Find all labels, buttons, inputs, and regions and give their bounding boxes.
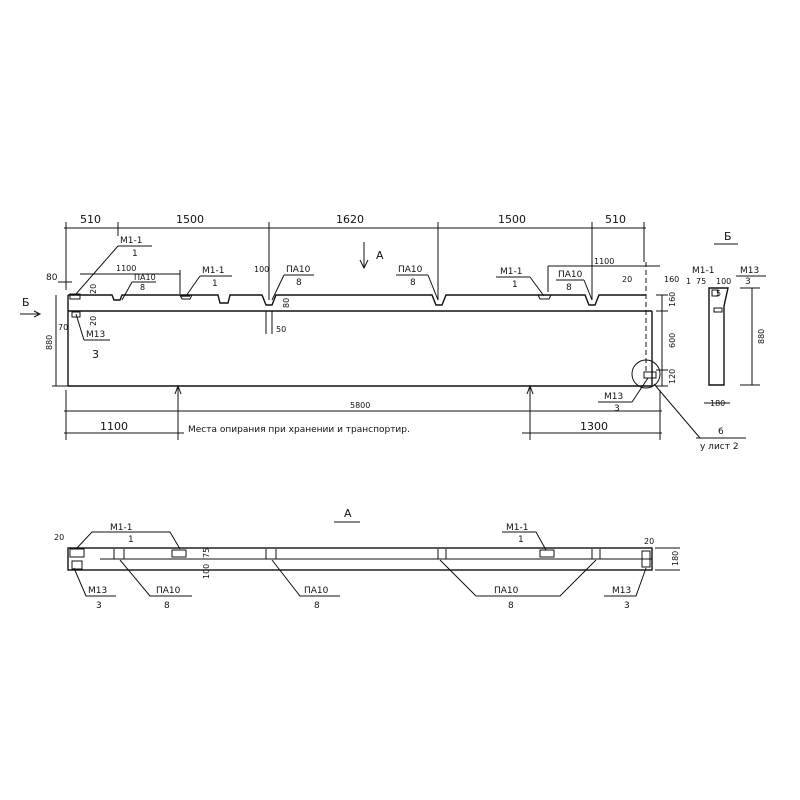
- view-a-callout-m13-right: М13 3: [604, 567, 647, 611]
- label-text: М13: [612, 586, 631, 596]
- label-text: ПА10: [156, 586, 181, 596]
- label-text: 6: [718, 427, 724, 437]
- label-text: 75: [696, 277, 706, 286]
- section-b-180: 180: [710, 399, 725, 408]
- label-text: М13: [86, 330, 105, 340]
- view-a-callout-m11-left: М1-1 1: [75, 523, 181, 550]
- section-b-marker: Б: [22, 296, 30, 309]
- dim-50: 50: [276, 325, 286, 334]
- callout-pa10-2: ПА10 8: [271, 265, 314, 301]
- view-a-title: А: [344, 507, 352, 520]
- section-b-880: 880: [757, 329, 766, 344]
- dim-5800: 5800: [350, 401, 370, 410]
- callout-m11-left: М1-1 1: [185, 266, 232, 297]
- dim-20-b: 20: [89, 316, 98, 326]
- view-a: А 20 20 100 75 180 М1-1 1 М1-1 1: [54, 507, 680, 611]
- label-text: 8: [296, 278, 302, 288]
- callout-pa10-1: ПА10 8: [121, 273, 156, 301]
- dim-1620: 1620: [336, 213, 364, 226]
- label-text: 8: [410, 278, 416, 288]
- dim-160: 160: [664, 275, 679, 284]
- dim-20-right: 20: [622, 275, 632, 284]
- label-text: ПА10: [134, 273, 156, 282]
- label-text: ПА10: [286, 265, 311, 275]
- callout-pa10-4: ПА10 8: [556, 270, 593, 301]
- dim-80-rib: 80: [282, 298, 291, 308]
- view-a-100: 100: [202, 564, 211, 579]
- view-a-20-left: 20: [54, 533, 64, 542]
- dim-70: 70: [58, 323, 68, 332]
- label-text: М1-1: [202, 266, 224, 276]
- view-a-callout-pa10-1: ПА10 8: [119, 559, 192, 611]
- callout-m11-left-end: М1-1 1: [75, 236, 152, 295]
- dim-80: 80: [46, 273, 58, 283]
- beam-elevation: 510 1500 1620 1500 510 А Б 160: [20, 213, 746, 452]
- label-text: М1-1: [506, 523, 528, 533]
- dim-support-left: 1100: [100, 420, 128, 433]
- label-text: 8: [140, 283, 145, 292]
- view-a-callout-pa10-2: ПА10 8: [271, 559, 340, 611]
- section-b-m13: М13: [740, 266, 759, 276]
- view-a-callout-m11-right: М1-1 1: [502, 523, 547, 551]
- label-text: М13: [604, 392, 623, 402]
- section-b-title: Б: [724, 230, 732, 243]
- label-text: М1-1: [120, 236, 142, 246]
- dim-120: 120: [668, 369, 677, 384]
- callout-pa10-3: ПА10 8: [396, 265, 439, 301]
- callout-m13-left: М13 3: [75, 313, 110, 361]
- dim-510-right: 510: [605, 213, 626, 226]
- label-text: М1-1: [500, 267, 522, 277]
- label-text: 3: [614, 404, 620, 414]
- label-text: 3: [624, 601, 630, 611]
- label-text: 1: [686, 277, 691, 286]
- label-text: 3: [92, 348, 99, 361]
- label-text: 8: [314, 601, 320, 611]
- dim-1100-left: 1100: [116, 264, 136, 273]
- label-text: 1: [518, 535, 524, 545]
- label-text: ПА10: [398, 265, 423, 275]
- section-b-m11: М1-1: [692, 266, 714, 276]
- label-text: 3: [745, 277, 751, 287]
- label-text: М13: [88, 586, 107, 596]
- dim-20-a: 20: [89, 284, 98, 294]
- view-a-callout-pa10-3: ПА10 8: [439, 559, 597, 611]
- callout-m11-right: М1-1 1: [496, 267, 545, 297]
- label-text: 3: [96, 601, 102, 611]
- label-text: 1: [132, 249, 138, 259]
- label-text: 75: [202, 548, 211, 558]
- label-text: 8: [164, 601, 170, 611]
- label-text: 5: [716, 289, 721, 298]
- dim-880: 880: [45, 335, 54, 350]
- dim-510-left: 510: [80, 213, 101, 226]
- dim-1100-right: 1100: [594, 257, 614, 266]
- label-text: М1-1: [110, 523, 132, 533]
- dim-1500-left: 1500: [176, 213, 204, 226]
- support-note: Места опирания при хранении и транспорти…: [188, 425, 410, 435]
- dim-100: 100: [254, 265, 269, 274]
- label-text: 100: [716, 277, 731, 286]
- label-text: ПА10: [304, 586, 329, 596]
- label-text: у лист 2: [700, 442, 739, 452]
- view-a-180: 180: [671, 551, 680, 566]
- label-text: ПА10: [558, 270, 583, 280]
- label-text: 8: [508, 601, 514, 611]
- dim-1500-right: 1500: [498, 213, 526, 226]
- view-a-20-right: 20: [644, 537, 654, 546]
- dim-600: 600: [668, 333, 677, 348]
- dim-160-vert: 160: [668, 292, 677, 307]
- label-text: 1: [212, 279, 218, 289]
- callout-m13-right: М13 3: [598, 377, 649, 414]
- label-text: 1: [512, 280, 518, 290]
- view-a-callout-m13-left: М13 3: [73, 567, 116, 611]
- section-b: Б М1-1 1 75 100 М13 3 5 880 180: [686, 230, 766, 408]
- label-text: ПА10: [494, 586, 519, 596]
- label-text: 8: [566, 283, 572, 293]
- label-text: 1: [128, 535, 134, 545]
- dim-support-right: 1300: [580, 420, 608, 433]
- view-a-marker: А: [376, 249, 384, 262]
- node-reference: 6 у лист 2: [653, 383, 746, 452]
